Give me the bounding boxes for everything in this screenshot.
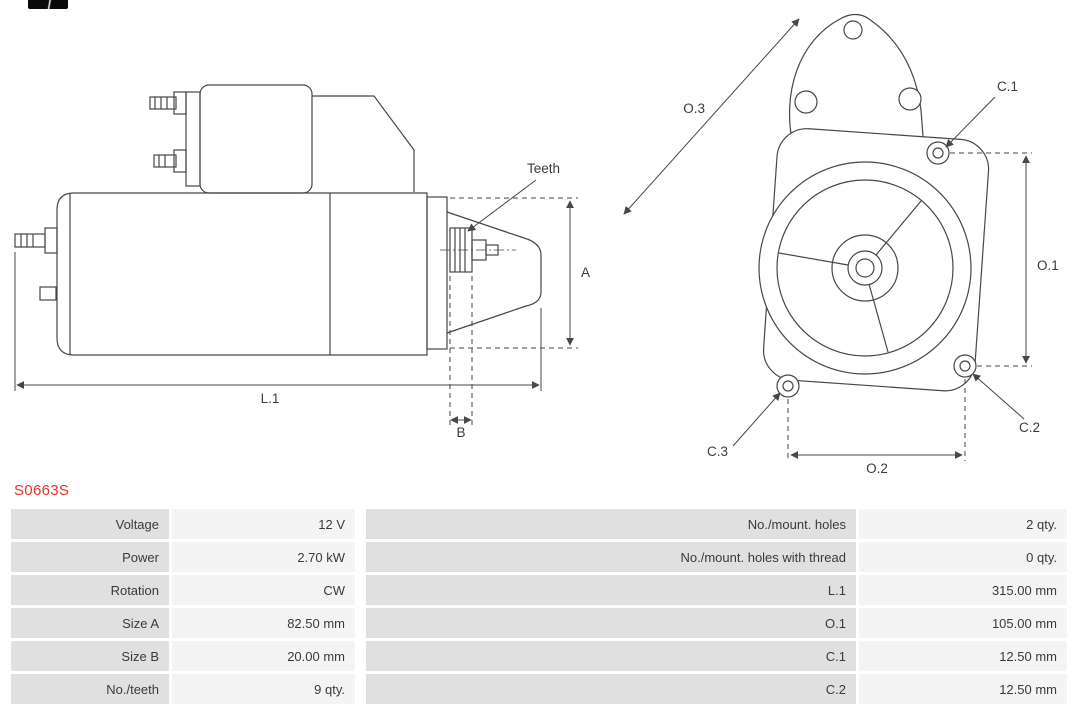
spec-value: 2.70 kW xyxy=(172,542,355,572)
table-row: Power 2.70 kW xyxy=(11,542,355,572)
table-row: L.1 315.00 mm xyxy=(366,575,1067,605)
dim-c2-label: C.2 xyxy=(1019,420,1040,435)
dimension-lines xyxy=(14,18,1032,461)
spec-value: 82.50 mm xyxy=(172,608,355,638)
dimension-labels: Teeth A L.1 B O.3 O.1 O.2 C.1 C.2 C.3 xyxy=(261,79,1059,476)
table-row: Size A 82.50 mm xyxy=(11,608,355,638)
body-stud xyxy=(14,227,58,301)
dim-c1-label: C.1 xyxy=(997,79,1018,94)
spec-value: 0 qty. xyxy=(859,542,1067,572)
spec-value: 105.00 mm xyxy=(859,608,1067,638)
mount-holes xyxy=(776,141,977,398)
table-row: Rotation CW xyxy=(11,575,355,605)
table-row: Size B 20.00 mm xyxy=(11,641,355,671)
table-row: No./mount. holes with thread 0 qty. xyxy=(366,542,1067,572)
table-row: C.1 12.50 mm xyxy=(366,641,1067,671)
dim-l1-label: L.1 xyxy=(261,391,280,406)
spec-label: No./mount. holes with thread xyxy=(366,542,856,572)
spec-label: C.2 xyxy=(366,674,856,704)
spec-label: L.1 xyxy=(366,575,856,605)
dim-o2-label: O.2 xyxy=(866,461,888,476)
table-row: Voltage 12 V xyxy=(11,509,355,539)
logo-mark xyxy=(28,0,68,9)
drive-end xyxy=(426,196,542,350)
spec-tables: Voltage 12 V Power 2.70 kW Rotation CW S… xyxy=(0,506,1080,707)
dim-b-label: B xyxy=(456,425,465,440)
dim-a-label: A xyxy=(581,265,590,280)
spec-value: 315.00 mm xyxy=(859,575,1067,605)
teeth-label: Teeth xyxy=(527,161,560,176)
spec-label: Rotation xyxy=(11,575,169,605)
table-row: No./teeth 9 qty. xyxy=(11,674,355,704)
dim-o3-label: O.3 xyxy=(683,101,705,116)
spec-value: 12.50 mm xyxy=(859,641,1067,671)
motor-body xyxy=(56,192,428,356)
spec-label: C.1 xyxy=(366,641,856,671)
spec-value: CW xyxy=(172,575,355,605)
table-row: C.2 12.50 mm xyxy=(366,674,1067,704)
spec-label: Size A xyxy=(11,608,169,638)
spec-value: 2 qty. xyxy=(859,509,1067,539)
spec-value: 20.00 mm xyxy=(172,641,355,671)
spec-value: 12.50 mm xyxy=(859,674,1067,704)
spec-label: O.1 xyxy=(366,608,856,638)
table-row: O.1 105.00 mm xyxy=(366,608,1067,638)
part-number: S0663S xyxy=(14,482,70,499)
spec-label: Voltage xyxy=(11,509,169,539)
side-view xyxy=(14,84,542,356)
front-view xyxy=(758,13,990,398)
dim-c3-label: C.3 xyxy=(707,444,728,459)
dim-o1-label: O.1 xyxy=(1037,258,1059,273)
spec-label: Power xyxy=(11,542,169,572)
solenoid xyxy=(185,84,415,194)
spec-label: Size B xyxy=(11,641,169,671)
technical-drawing: Teeth A L.1 B O.3 O.1 O.2 C.1 C.2 C.3 xyxy=(14,13,1059,476)
spec-label: No./mount. holes xyxy=(366,509,856,539)
table-row: No./mount. holes 2 qty. xyxy=(366,509,1067,539)
spec-value: 12 V xyxy=(172,509,355,539)
spec-table-right: No./mount. holes 2 qty. No./mount. holes… xyxy=(363,506,1070,707)
spec-label: No./teeth xyxy=(11,674,169,704)
housing-face xyxy=(758,161,972,375)
spec-value: 9 qty. xyxy=(172,674,355,704)
spec-table-left: Voltage 12 V Power 2.70 kW Rotation CW S… xyxy=(8,506,358,707)
terminal-studs xyxy=(149,91,187,173)
top-bracket xyxy=(788,13,925,151)
